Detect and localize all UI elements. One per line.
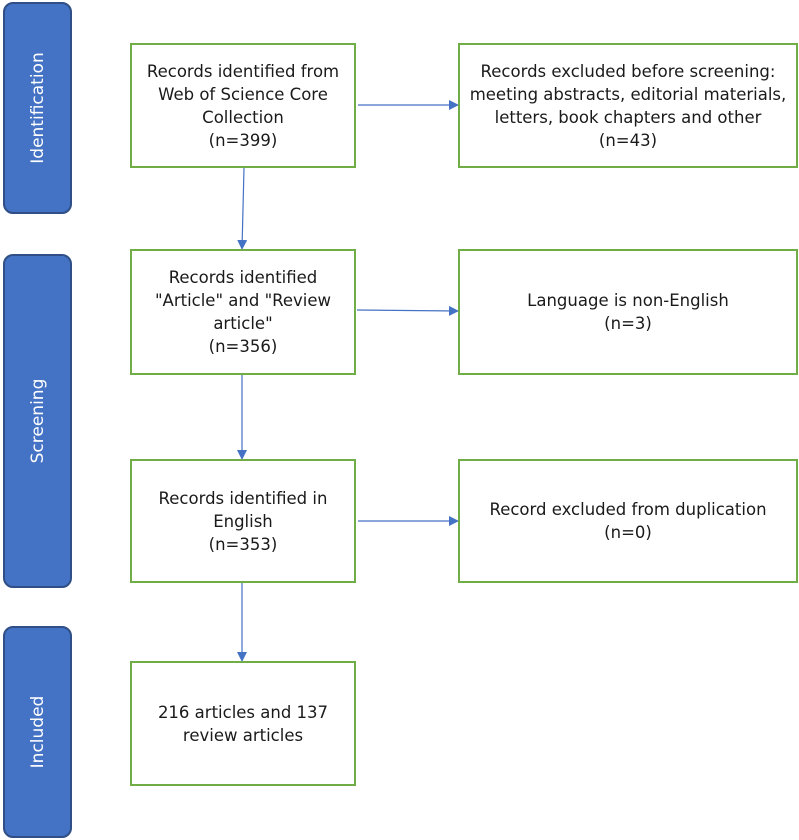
arrow-article-to-non-english — [356, 305, 459, 316]
box-article-review-text: Records identified "Article" and "Review… — [154, 268, 332, 356]
box-duplication-text: Record excluded from duplication (n=0) — [489, 500, 767, 542]
box-wos-records-text: Records identified from Web of Science C… — [146, 61, 340, 150]
box-non-english: Language is non-English (n=3) — [458, 249, 798, 375]
box-duplication: Record excluded from duplication (n=0) — [458, 459, 798, 583]
box-english-text: Records identified in English (n=353) — [158, 488, 328, 554]
phase-included-label: Included — [27, 695, 48, 769]
phase-identification: Identification — [3, 2, 72, 214]
box-article-review: Records identified "Article" and "Review… — [130, 249, 356, 375]
box-excluded-before-screening: Records excluded before screening: meeti… — [458, 43, 798, 168]
box-included: 216 articles and 137 review articles — [130, 661, 356, 786]
box-english: Records identified in English (n=353) — [130, 459, 356, 583]
phase-included: Included — [3, 626, 72, 838]
arrow-wos-to-article — [237, 167, 248, 250]
phase-screening-label: Screening — [27, 378, 48, 464]
phase-identification-label: Identification — [27, 52, 48, 164]
box-excluded-before-screening-text: Records excluded before screening: meeti… — [469, 61, 787, 150]
box-non-english-text: Language is non-English (n=3) — [527, 291, 729, 333]
phase-screening: Screening — [3, 254, 72, 588]
box-included-text: 216 articles and 137 review articles — [157, 702, 329, 745]
box-wos-records: Records identified from Web of Science C… — [130, 43, 356, 168]
